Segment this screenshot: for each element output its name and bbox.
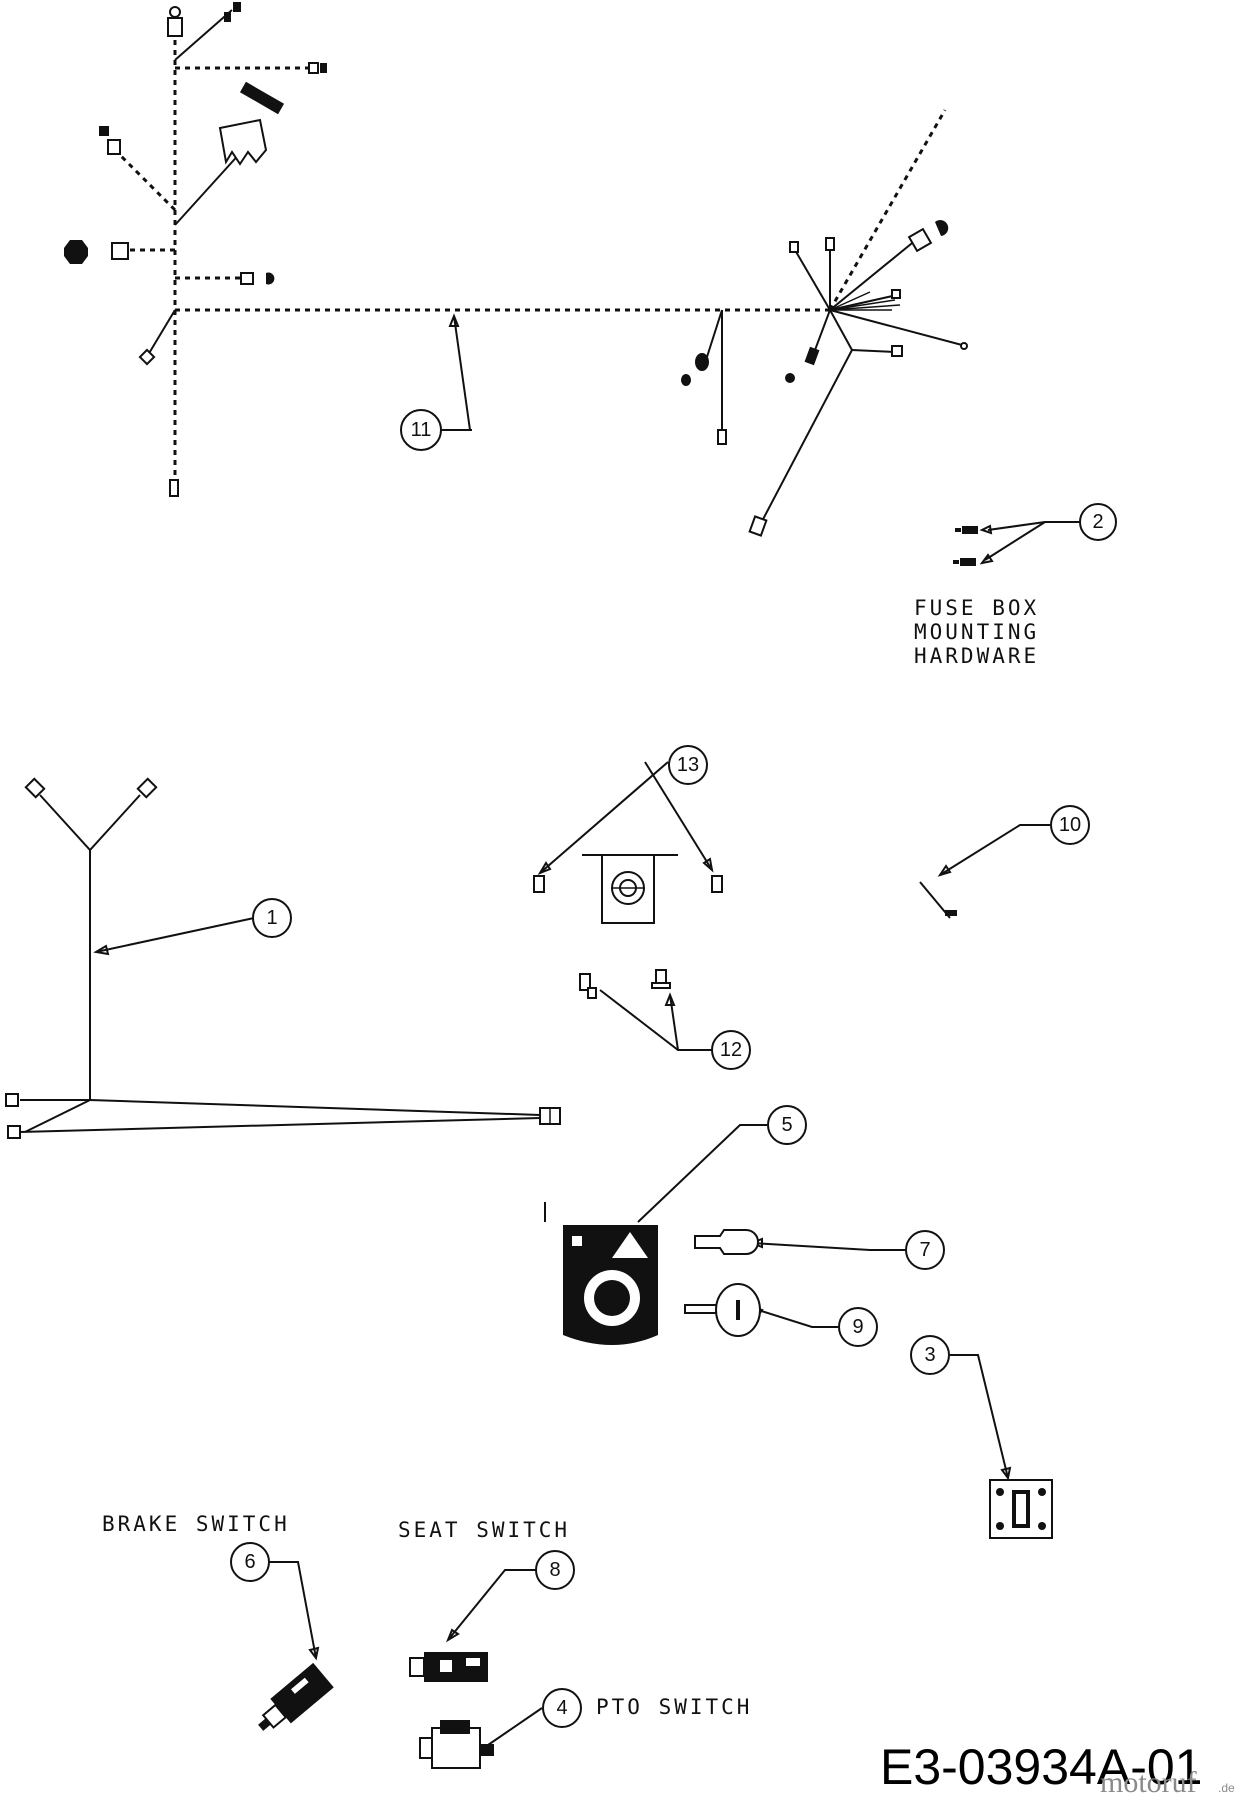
callout-8-number: 8 bbox=[549, 1559, 560, 1581]
callout-7-number: 7 bbox=[919, 1239, 930, 1261]
diagram-code: E3-03934A-01 bbox=[880, 1739, 1202, 1795]
fuse-box-hardware: 2 FUSE BOX MOUNTING HARDWARE bbox=[914, 503, 1117, 668]
seat-switch-8: SEAT SWITCH 8 bbox=[398, 1518, 575, 1682]
relay-13: 13 bbox=[533, 745, 723, 924]
callout-4-number: 4 bbox=[556, 1697, 567, 1719]
callout-2 bbox=[1079, 503, 1117, 541]
callout-13-number: 13 bbox=[677, 754, 699, 776]
callout-13 bbox=[668, 745, 708, 785]
harness-1: 1 bbox=[5, 777, 561, 1139]
callout-12 bbox=[711, 1030, 751, 1070]
callout-6-number: 6 bbox=[244, 1551, 255, 1573]
fuse-box-label-3: HARDWARE bbox=[914, 644, 1039, 668]
brake-switch-6: BRAKE SWITCH 6 bbox=[102, 1512, 334, 1731]
callout-12-number: 12 bbox=[720, 1039, 742, 1061]
part-3: 3 bbox=[910, 1335, 1053, 1539]
fuse-box-label-2: MOUNTING bbox=[914, 620, 1039, 644]
part-12: 12 bbox=[579, 969, 751, 1070]
callout-4 bbox=[542, 1688, 582, 1728]
callout-11 bbox=[400, 409, 442, 451]
callout-1 bbox=[252, 898, 292, 938]
callout-8 bbox=[535, 1550, 575, 1590]
brake-switch-label: BRAKE SWITCH bbox=[102, 1512, 290, 1536]
ignition-switch-5: 5 bbox=[544, 1105, 807, 1345]
watermark-text: motoruf bbox=[1100, 1766, 1197, 1799]
callout-2-number: 2 bbox=[1092, 511, 1103, 533]
callout-5-number: 5 bbox=[781, 1114, 792, 1136]
callout-3-number: 3 bbox=[924, 1344, 935, 1366]
pto-switch-4: PTO SWITCH 4 bbox=[419, 1688, 752, 1769]
seat-switch-label: SEAT SWITCH bbox=[398, 1518, 570, 1542]
main-harness: 11 bbox=[64, 2, 968, 537]
callout-9-number: 9 bbox=[852, 1316, 863, 1338]
callout-3 bbox=[910, 1335, 950, 1375]
watermark-suffix: .de bbox=[1218, 1781, 1235, 1795]
callout-7 bbox=[905, 1230, 945, 1270]
key-9: 9 bbox=[684, 1283, 878, 1347]
pto-switch-label: PTO SWITCH bbox=[596, 1695, 752, 1719]
callout-5 bbox=[767, 1105, 807, 1145]
callout-6 bbox=[230, 1542, 270, 1582]
callout-10 bbox=[1050, 805, 1090, 845]
key-7: 7 bbox=[694, 1229, 945, 1270]
part-10: 10 bbox=[919, 805, 1090, 919]
callout-10-number: 10 bbox=[1059, 814, 1081, 836]
fuse-box-label-1: FUSE BOX bbox=[914, 596, 1039, 620]
callout-11-number: 11 bbox=[411, 419, 432, 441]
callout-1-number: 1 bbox=[266, 907, 277, 929]
callout-9 bbox=[838, 1307, 878, 1347]
